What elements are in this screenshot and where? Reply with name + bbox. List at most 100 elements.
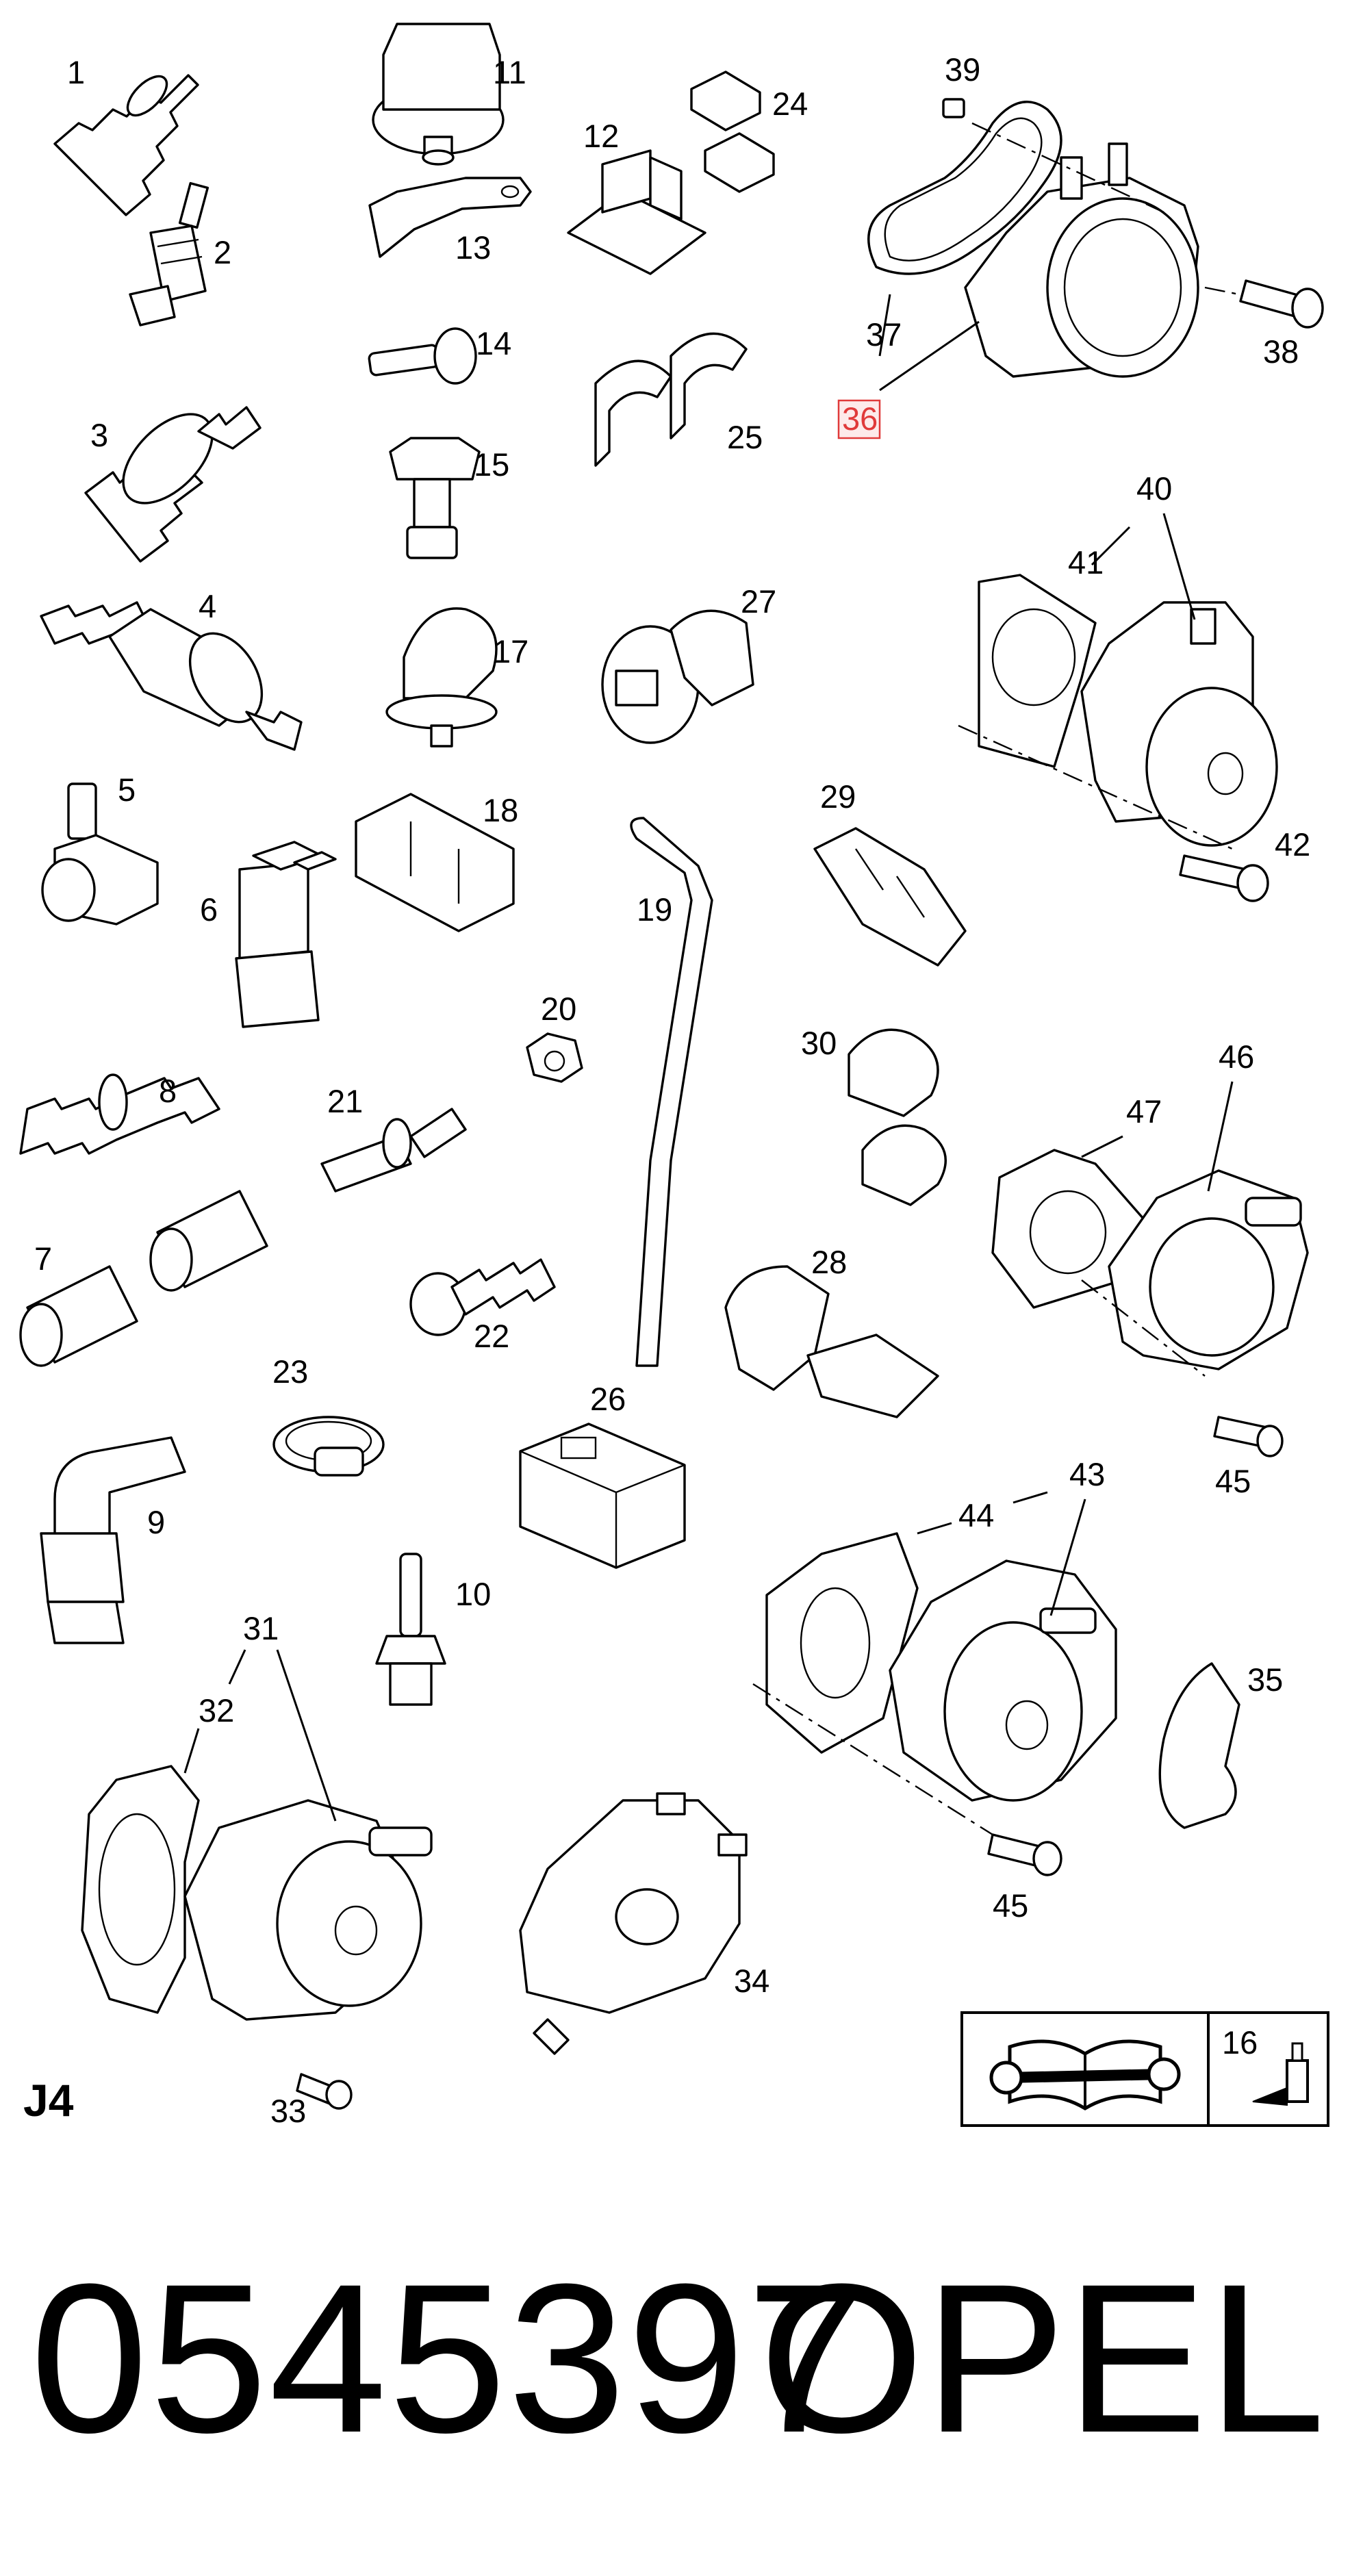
label-30: 30 xyxy=(801,1025,837,1061)
part-45-bolt-lower xyxy=(987,1833,1062,1876)
label-42: 42 xyxy=(1275,826,1310,863)
leader-36 xyxy=(879,320,980,392)
label-45-lower: 45 xyxy=(993,1887,1028,1924)
label-21: 21 xyxy=(327,1083,363,1119)
manual-wrench-icon xyxy=(989,2039,1181,2110)
part-28-clamp-with-connector xyxy=(724,1265,939,1418)
part-34-pump-housing xyxy=(519,1792,748,2055)
exploded-parts-diagram: 1 2 3 11 13 12 24 xyxy=(19,23,1329,2129)
label-9: 9 xyxy=(147,1504,165,1540)
label-47: 47 xyxy=(1126,1093,1162,1130)
part-18-double-clip xyxy=(355,793,515,932)
part-14-bolt xyxy=(368,327,477,385)
part-46-vacuum-pump xyxy=(1081,1169,1309,1377)
part-37-gasket xyxy=(867,101,1062,275)
part-45-bolt-upper xyxy=(1213,1416,1284,1457)
label-18: 18 xyxy=(483,792,518,828)
part-39-small-washer xyxy=(942,98,965,118)
part-25-double-clamp xyxy=(594,332,748,467)
label-38: 38 xyxy=(1263,333,1299,370)
label-33: 33 xyxy=(270,2093,306,2129)
part-29-clip xyxy=(813,827,967,967)
label-6: 6 xyxy=(200,891,218,928)
part-26-block-mount xyxy=(519,1423,686,1569)
part-2-quick-connector xyxy=(129,181,209,327)
label-31: 31 xyxy=(243,1610,279,1646)
label-39: 39 xyxy=(945,51,980,88)
part-47-gasket-plate xyxy=(991,1149,1145,1309)
leader-47 xyxy=(1081,1135,1123,1158)
label-7: 7 xyxy=(34,1240,52,1277)
part-35-clip xyxy=(1158,1662,1240,1829)
part-23-hose-clamp xyxy=(272,1416,385,1477)
leader-31 xyxy=(276,1649,337,1822)
label-20: 20 xyxy=(541,991,576,1027)
part-15-threaded-fastener xyxy=(389,437,481,559)
leader-37 xyxy=(878,294,891,357)
part-21-stud xyxy=(320,1108,467,1193)
leader-40 xyxy=(1162,513,1196,620)
label-1: 1 xyxy=(67,54,85,90)
label-35: 35 xyxy=(1247,1661,1283,1698)
label-11: 11 xyxy=(493,54,526,90)
label-44: 44 xyxy=(958,1497,994,1533)
label-4: 4 xyxy=(199,588,216,624)
part-3-check-valve xyxy=(84,406,262,563)
part-31-vacuum-pump xyxy=(183,1799,433,2021)
label-29: 29 xyxy=(820,778,856,815)
label-23: 23 xyxy=(272,1353,308,1390)
label-5: 5 xyxy=(118,771,136,808)
part-20-nut xyxy=(526,1032,583,1083)
part-38-bolt xyxy=(1239,279,1324,329)
highlight-box-36 xyxy=(837,399,881,439)
label-34: 34 xyxy=(734,1963,769,1999)
part-43-vacuum-pump xyxy=(752,1559,1117,1836)
label-8: 8 xyxy=(159,1073,177,1109)
brand-name: OPEL xyxy=(759,2239,1325,2477)
part-6-connector xyxy=(235,841,337,1028)
part-4-inline-valve xyxy=(40,601,303,751)
part-33-bolt xyxy=(296,2073,353,2110)
part-7-hose-sleeves xyxy=(19,1190,268,1367)
label-15: 15 xyxy=(474,446,509,483)
leader-43 xyxy=(1049,1499,1086,1616)
label-45-upper: 45 xyxy=(1215,1463,1251,1499)
part-24-double-clip xyxy=(690,71,775,193)
part-22-barbed-fitting xyxy=(409,1258,556,1336)
part-32-gasket-plate xyxy=(81,1765,200,2014)
label-40: 40 xyxy=(1136,470,1172,507)
label-26: 26 xyxy=(590,1381,626,1417)
part-number: 0545397 xyxy=(30,2239,866,2477)
section-code: J4 xyxy=(23,2075,74,2126)
part-19-bent-tube xyxy=(630,817,713,1367)
leader-32 xyxy=(183,1728,200,1774)
part-41-gasket-plate xyxy=(978,574,1097,768)
label-19: 19 xyxy=(637,891,672,928)
label-10: 10 xyxy=(455,1576,491,1612)
sealant-tube-icon xyxy=(1252,2042,1309,2106)
label-14: 14 xyxy=(476,325,511,361)
label-43: 43 xyxy=(1069,1456,1105,1492)
label-22: 22 xyxy=(474,1318,509,1354)
label-36-highlighted: 36 xyxy=(842,400,878,437)
leader-44b xyxy=(1012,1491,1048,1504)
part-11-round-clip xyxy=(372,23,505,166)
label-46: 46 xyxy=(1219,1038,1254,1075)
leader-31b xyxy=(228,1649,246,1685)
label-32: 32 xyxy=(199,1692,234,1729)
part-12-bracket xyxy=(567,149,706,275)
label-27: 27 xyxy=(741,583,776,620)
part-40-vacuum-pump xyxy=(958,601,1278,850)
label-41: 41 xyxy=(1068,544,1104,581)
part-10-threaded-fitting xyxy=(375,1553,446,1706)
label-25: 25 xyxy=(727,419,763,455)
leader-41 xyxy=(1091,526,1131,566)
part-8-barbed-connector xyxy=(19,1073,220,1155)
legend-box: 16 xyxy=(960,2011,1329,2127)
label-3: 3 xyxy=(90,417,108,453)
part-30-clip xyxy=(848,1028,947,1206)
part-44-gasket-plate xyxy=(765,1532,919,1754)
leader-44 xyxy=(917,1522,952,1535)
part-9-elbow-connector xyxy=(40,1436,186,1644)
